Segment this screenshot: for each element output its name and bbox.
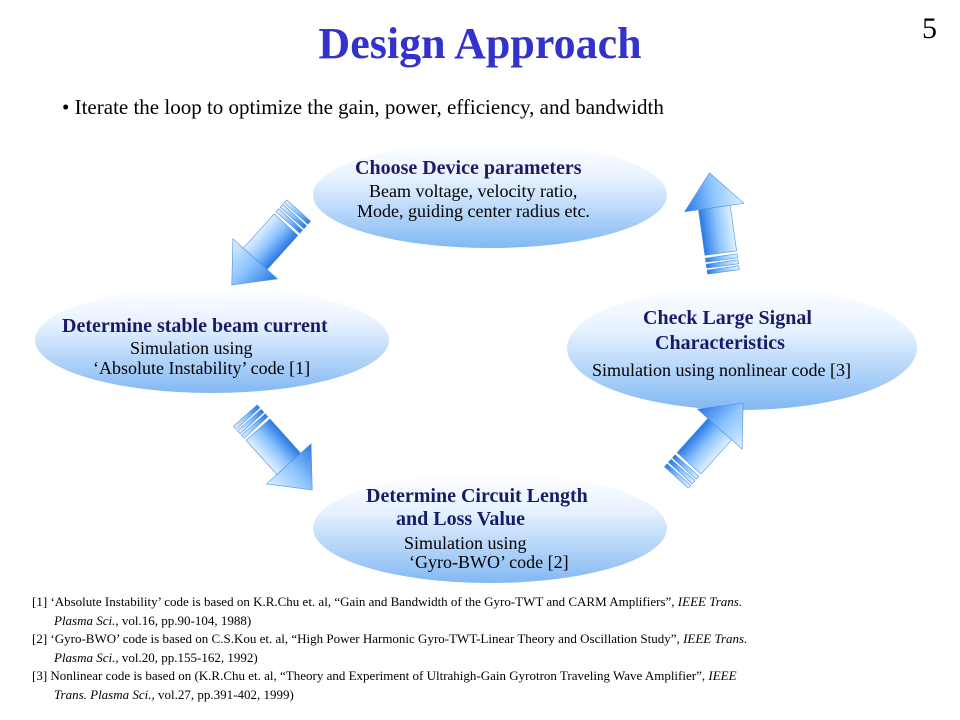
node-right-title1: Check Large Signal — [643, 307, 812, 329]
node-bottom-title2: and Loss Value — [396, 508, 525, 530]
reference-1-line1: [1] ‘Absolute Instability’ code is based… — [32, 594, 743, 609]
node-bottom-ellipse — [313, 473, 667, 583]
node-top-line1: Beam voltage, velocity ratio, — [369, 181, 578, 201]
node-left-ellipse — [35, 287, 389, 393]
node-bottom-line2: ‘Gyro-BWO’ code [2] — [409, 552, 569, 572]
arrow-left-to-bottom-icon — [222, 395, 335, 511]
node-top-title: Choose Device parameters — [355, 157, 582, 179]
reference-1-line2: Plasma Sci., vol.16, pp.90-104, 1988) — [54, 612, 252, 628]
node-bottom-title1: Determine Circuit Length — [366, 485, 588, 507]
node-bottom-line1: Simulation using — [404, 533, 527, 553]
reference-2-line2: Plasma Sci., vol.20, pp.155-162, 1992) — [54, 649, 258, 665]
node-left-title: Determine stable beam current — [62, 315, 328, 337]
bullet-point: • Iterate the loop to optimize the gain,… — [62, 95, 664, 119]
node-left-line1: Simulation using — [130, 338, 253, 358]
page-number: 5 — [922, 12, 937, 45]
arrow-right-to-top-icon — [679, 168, 754, 277]
node-right-line1: Simulation using nonlinear code [3] — [592, 360, 851, 380]
reference-2-line1: [2] ‘Gyro-BWO’ code is based on C.S.Kou … — [32, 631, 748, 646]
reference-3-line2: Trans. Plasma Sci., vol.27, pp.391-402, … — [54, 686, 294, 702]
node-left-line2: ‘Absolute Instability’ code [1] — [93, 358, 311, 378]
reference-3-line1: [3] Nonlinear code is based on (K.R.Chu … — [32, 668, 737, 683]
references: [1] ‘Absolute Instability’ code is based… — [32, 593, 932, 704]
node-top-ellipse — [313, 142, 667, 248]
page-title: Design Approach — [318, 19, 642, 68]
node-top-line2: Mode, guiding center radius etc. — [357, 201, 590, 221]
node-right-title2: Characteristics — [655, 332, 785, 354]
node-right-ellipse — [567, 286, 917, 410]
